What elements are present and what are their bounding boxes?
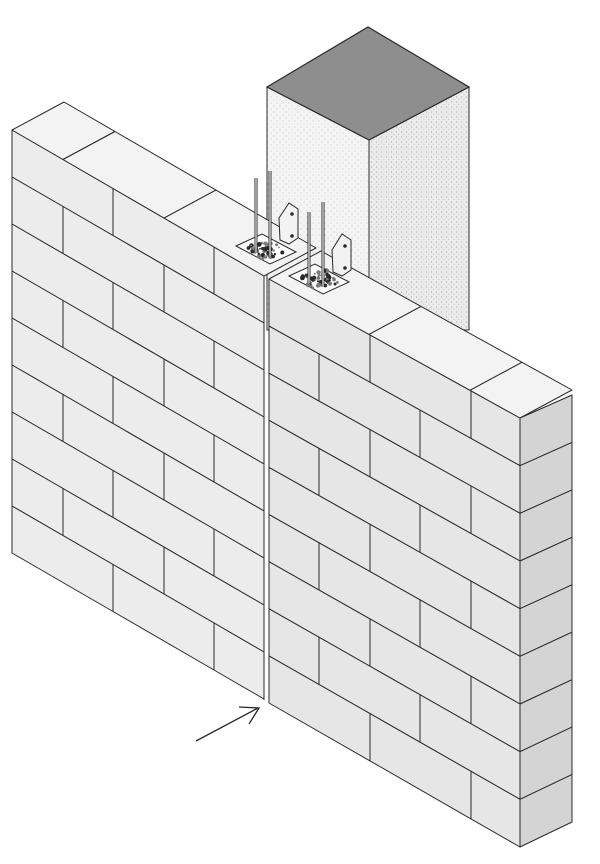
grout-aggregate bbox=[251, 246, 254, 250]
grout-aggregate bbox=[332, 277, 336, 282]
grout-aggregate bbox=[305, 282, 309, 286]
grout-aggregate bbox=[257, 257, 260, 259]
grout-aggregate bbox=[311, 280, 314, 282]
grout-aggregate bbox=[314, 278, 317, 281]
grout-aggregate bbox=[250, 244, 253, 247]
grout-aggregate bbox=[256, 242, 262, 247]
anchor-hole bbox=[290, 234, 294, 238]
grout-aggregate bbox=[311, 286, 315, 289]
column-top-face bbox=[265, 26, 471, 141]
right-wall-panel bbox=[268, 278, 521, 848]
grout-aggregate bbox=[264, 242, 269, 247]
grout-aggregate bbox=[259, 247, 261, 250]
movement-joint bbox=[263, 276, 270, 703]
left-wall-panel bbox=[11, 129, 265, 700]
grout-aggregate bbox=[272, 249, 275, 252]
grout-aggregate bbox=[263, 255, 268, 259]
block-top-face bbox=[469, 361, 573, 419]
anchor-hole bbox=[343, 244, 347, 248]
grout-aggregate bbox=[304, 273, 309, 277]
grouted-core-left bbox=[234, 171, 299, 265]
grout-aggregate bbox=[325, 272, 329, 277]
grout-aggregate bbox=[325, 277, 329, 281]
anchor-hole bbox=[290, 212, 294, 216]
block-end-face bbox=[519, 774, 573, 848]
grout-aggregate bbox=[278, 246, 280, 249]
grout-aggregate bbox=[325, 269, 330, 273]
arrow-icon bbox=[195, 706, 261, 742]
grout-aggregate bbox=[315, 283, 321, 288]
grout-aggregate bbox=[311, 277, 315, 281]
grout-aggregate bbox=[250, 249, 254, 253]
wall-end-face bbox=[519, 394, 573, 848]
grout-fill bbox=[300, 268, 339, 289]
grout-aggregate bbox=[316, 280, 320, 283]
grout-aggregate bbox=[271, 254, 275, 259]
grout-aggregate bbox=[257, 252, 261, 256]
grout-aggregate bbox=[320, 274, 322, 277]
grout-aggregate bbox=[280, 250, 285, 255]
grout-aggregate bbox=[316, 276, 321, 280]
grout-aggregate bbox=[275, 243, 279, 247]
grout-aggregate bbox=[313, 272, 316, 275]
steel-anchor-plate bbox=[331, 233, 352, 277]
grout-aggregate bbox=[327, 281, 332, 286]
grout-aggregate bbox=[336, 281, 339, 284]
grout-aggregate bbox=[263, 247, 268, 252]
grout-aggregate bbox=[246, 246, 251, 250]
grout-aggregate bbox=[333, 282, 337, 286]
grout-aggregate bbox=[300, 275, 305, 281]
grouted-core-right bbox=[287, 202, 352, 295]
anchor-hole bbox=[343, 266, 347, 270]
grout-aggregate bbox=[316, 270, 321, 275]
grout-aggregate bbox=[273, 253, 277, 256]
